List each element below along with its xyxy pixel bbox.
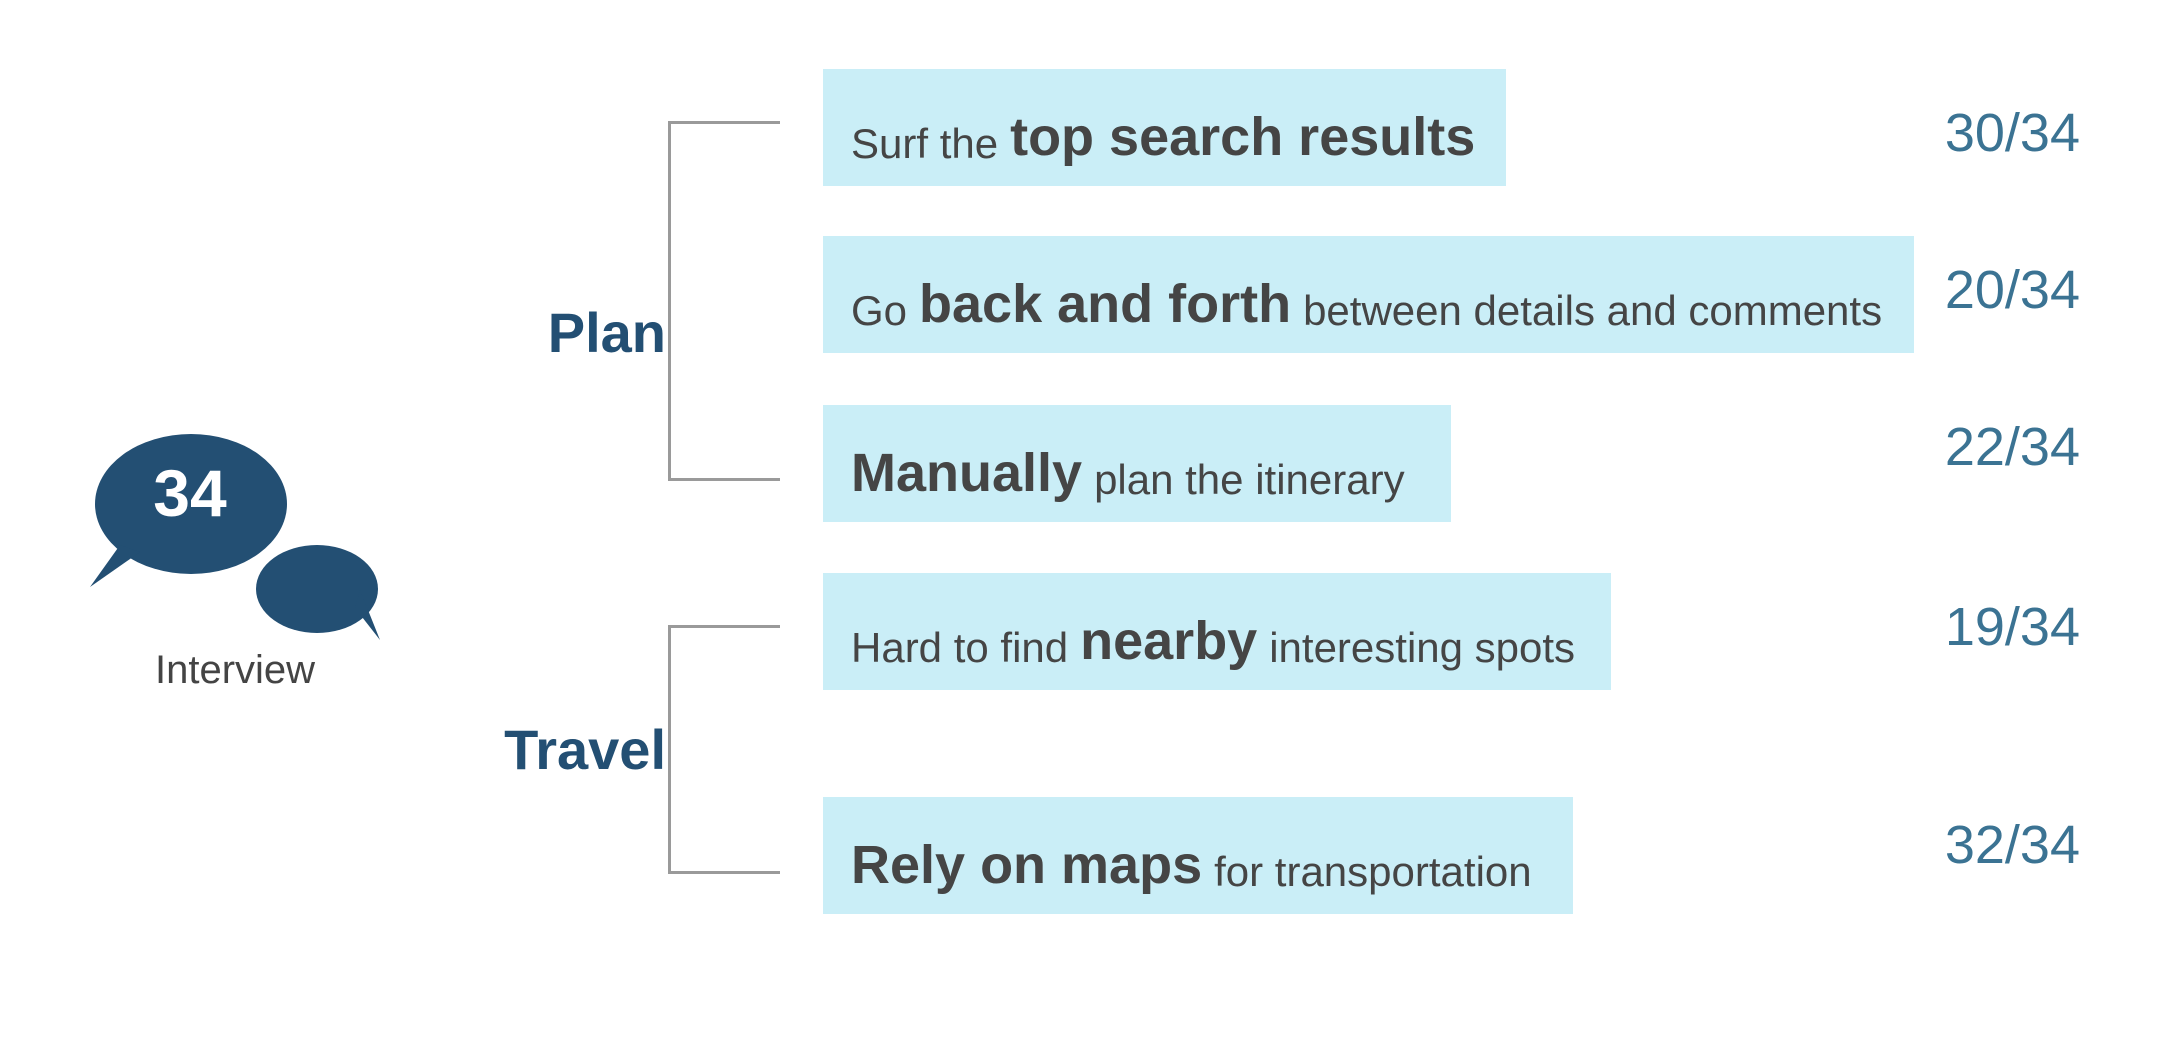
finding-emphasis: nearby bbox=[1080, 611, 1258, 671]
finding-text: interesting spots bbox=[1269, 624, 1576, 671]
finding-text: plan the itinerary bbox=[1094, 456, 1405, 503]
finding-text: for transportation bbox=[1214, 848, 1532, 895]
finding-ratio: 32/34 bbox=[1944, 815, 2080, 875]
plan-bracket bbox=[668, 121, 780, 481]
group-label-plan: Plan bbox=[547, 301, 666, 364]
finding-box: Manually plan the itinerary bbox=[823, 405, 1451, 522]
finding-box: Hard to find nearby interesting spots bbox=[823, 573, 1611, 690]
travel-bracket bbox=[668, 625, 780, 874]
finding-ratio: 19/34 bbox=[1944, 597, 2080, 657]
finding-text: Surf the bbox=[851, 120, 999, 167]
finding-emphasis: Manually bbox=[851, 443, 1083, 503]
interview-label: Interview bbox=[154, 648, 316, 692]
group-label-travel: Travel bbox=[504, 718, 666, 781]
finding-text: Go bbox=[851, 287, 908, 334]
finding-ratio: 30/34 bbox=[1944, 103, 2080, 163]
finding-text: between details and comments bbox=[1303, 287, 1883, 334]
finding-emphasis: Rely on maps bbox=[851, 835, 1203, 895]
interview-count: 34 bbox=[153, 456, 227, 530]
finding-ratio: 22/34 bbox=[1944, 417, 2080, 477]
finding-text: Hard to find bbox=[851, 624, 1069, 671]
finding-box: Surf the top search results bbox=[823, 69, 1506, 186]
finding-box: Go back and forth between details and co… bbox=[823, 236, 1914, 353]
finding-box: Rely on maps for transportation bbox=[823, 797, 1573, 914]
finding-emphasis: back and forth bbox=[919, 274, 1292, 334]
finding-emphasis: top search results bbox=[1010, 107, 1476, 167]
finding-ratio: 20/34 bbox=[1944, 260, 2080, 320]
